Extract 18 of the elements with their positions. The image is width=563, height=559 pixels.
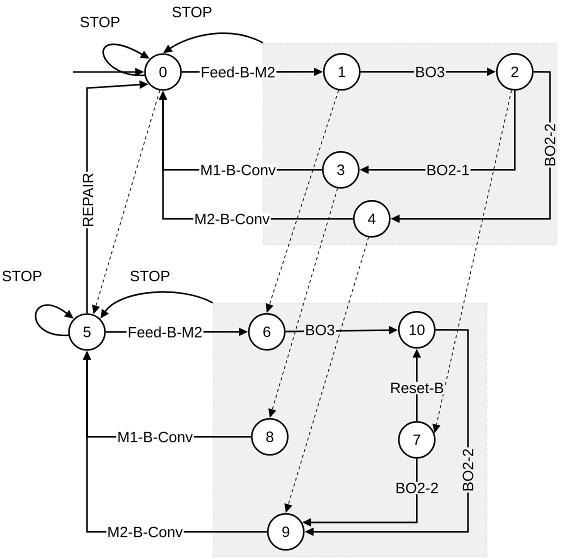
edge-label: BO2-1 xyxy=(425,164,471,176)
edge-label: BO3 xyxy=(414,66,446,78)
edge-label: REPAIR xyxy=(82,172,94,228)
edge-label: M2-B-Conv xyxy=(193,212,271,226)
edge-label: Reset-B xyxy=(389,382,445,394)
edge-label: STOP xyxy=(128,270,172,282)
edge-label: M2-B-Conv xyxy=(106,526,184,538)
edge-label: STOP xyxy=(0,270,44,282)
edge-label: M1-B-Conv xyxy=(116,430,194,444)
edge-label: Feed-B-M2 xyxy=(126,326,204,338)
edge-label: STOP xyxy=(78,16,122,28)
edge-label: BO2-2 xyxy=(394,482,440,494)
edge-label: Feed-B-M2 xyxy=(200,66,276,78)
edge-label: STOP xyxy=(170,6,214,18)
edge-label: BO2-2 xyxy=(462,447,474,493)
edge-label: BO3 xyxy=(304,324,336,336)
edge-label: BO2-2 xyxy=(544,122,556,168)
edge-label: M1-B-Conv xyxy=(199,164,277,176)
